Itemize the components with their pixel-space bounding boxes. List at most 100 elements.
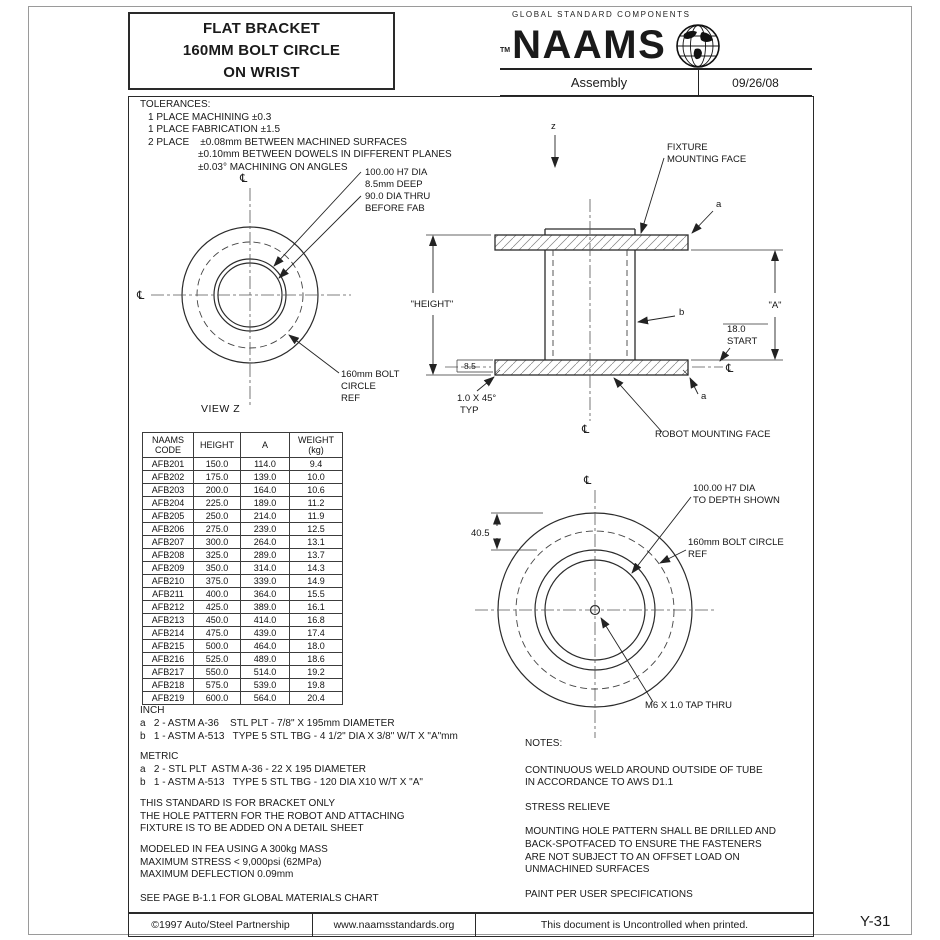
metric-material-a: a 2 - STL PLT ASTM A-36 - 22 X 195 DIAME… [140, 764, 367, 775]
chamfer-label: 1.0 X 45° [457, 393, 496, 404]
brand-logo-text: NAAMS [512, 23, 667, 67]
col-header-weight: WEIGHT (kg) [289, 432, 343, 458]
centerlines: ℄ ℄ [136, 173, 351, 406]
table-cell: AFB211 [142, 587, 194, 601]
a-dim-label: "A" [768, 300, 781, 311]
table-cell: 389.0 [240, 600, 290, 614]
title-box: FLAT BRACKET 160MM BOLT CIRCLE ON WRIST [128, 12, 395, 90]
table-cell: 275.0 [193, 522, 241, 536]
table-cell: 14.3 [289, 561, 343, 575]
robot-face-detail-drawing: ℄ 40.5 100.00 H7 DIA TO DEPTH SHOWN 160m… [471, 475, 784, 738]
depth-dimension: 40.5 [471, 512, 543, 551]
robot-face-callout: ROBOT MOUNTING FACE [613, 377, 770, 440]
table-cell: 18.6 [289, 652, 343, 666]
centerlines: ℄ ℄ [445, 199, 734, 436]
tolerances-block: TOLERANCES: 1 PLACE MACHINING ±0.3 1 PLA… [140, 99, 452, 175]
table-header-row: NAAMS CODE HEIGHT A WEIGHT (kg) [142, 432, 343, 458]
bolt-circle-callout: 160mm BOLT CIRCLE REF [659, 537, 784, 564]
robot-face-label: ROBOT MOUNTING FACE [655, 429, 770, 440]
table-cell: AFB216 [142, 652, 194, 666]
fixture-face-label: MOUNTING FACE [667, 154, 746, 165]
note-item: STRESS RELIEVE [525, 801, 611, 813]
table-cell: AFB218 [142, 678, 194, 692]
z-axis-indicator: z [551, 121, 559, 168]
brand-logo-row: TM NAAMS [500, 22, 812, 70]
inch-material-b: b 1 - ASTM A-513 TYPE 5 STL TBG - 4 1/2"… [140, 731, 458, 742]
metric-material-b: b 1 - ASTM A-513 TYPE 5 STL TBG - 120 DI… [140, 777, 423, 788]
fixture-face-label: FIXTURE [667, 142, 708, 153]
table-cell: 500.0 [193, 639, 241, 653]
table-cell: 450.0 [193, 613, 241, 627]
table-cell: 550.0 [193, 665, 241, 679]
centerline-icon: ℄ [583, 475, 592, 487]
table-cell: AFB215 [142, 639, 194, 653]
table-cell: 239.0 [240, 522, 290, 536]
col-header-height: HEIGHT [193, 432, 241, 458]
table-cell: 525.0 [193, 652, 241, 666]
tolerance-line: 1 PLACE FABRICATION ±1.5 [148, 124, 281, 136]
material-mark-b: b [637, 307, 684, 325]
bolt-circle-label: REF [688, 549, 707, 560]
tolerance-line: ±0.03° MACHINING ON ANGLES [198, 161, 348, 173]
table-cell: AFB205 [142, 509, 194, 523]
table-cell: AFB214 [142, 626, 194, 640]
table-cell: 339.0 [240, 574, 290, 588]
notes-block: NOTES: CONTINUOUS WELD AROUND OUTSIDE OF… [525, 738, 803, 913]
mark-a-label: a [716, 199, 722, 210]
table-cell: 10.0 [289, 470, 343, 484]
table-cell: 14.9 [289, 574, 343, 588]
centerlines: ℄ [475, 475, 715, 738]
table-cell: 139.0 [240, 470, 290, 484]
page-border [28, 6, 912, 935]
table-cell: AFB206 [142, 522, 194, 536]
table-cell: 17.4 [289, 626, 343, 640]
brand-subrow: Assembly 09/26/08 [500, 70, 812, 97]
table-cell: 13.1 [289, 535, 343, 549]
table-cell: 175.0 [193, 470, 241, 484]
thru-label: BEFORE FAB [365, 203, 425, 214]
chamfer-callout: 1.0 X 45° TYP [457, 376, 496, 416]
mark-b-label: b [679, 307, 684, 318]
section-view-drawing: z ℄ ℄ "HEIGHT" [411, 121, 783, 440]
material-mark-a-top: a [691, 199, 722, 234]
table-cell: 375.0 [193, 574, 241, 588]
tap-label: M6 X 1.0 TAP THRU [645, 700, 732, 711]
see-page-statement: SEE PAGE B-1.1 FOR GLOBAL MATERIALS CHAR… [140, 893, 379, 904]
table-cell: 150.0 [193, 457, 241, 471]
table-cell: AFB210 [142, 574, 194, 588]
fixture-face-callout: FIXTURE MOUNTING FACE [640, 142, 746, 234]
thru-label: 90.0 DIA THRU [365, 191, 430, 202]
plate-thickness-dimension: 8.5 [456, 359, 493, 373]
footer-uncontrolled-note: This document is Uncontrolled when print… [540, 918, 749, 931]
table-cell: 19.8 [289, 678, 343, 692]
height-dim-label: "HEIGHT" [411, 299, 454, 310]
table-cell: 475.0 [193, 626, 241, 640]
table-cell: 325.0 [193, 548, 241, 562]
material-mark-a-bottom: a [689, 377, 707, 402]
table-cell: AFB202 [142, 470, 194, 484]
table-cell: 264.0 [240, 535, 290, 549]
centerline-icon: ℄ [136, 290, 145, 302]
inch-material-a: a 2 - ASTM A-36 STL PLT - 7/8" X 195mm D… [140, 718, 395, 729]
table-cell: 13.7 [289, 548, 343, 562]
note-item: PAINT PER USER SPECIFICATIONS [525, 888, 693, 900]
brand-tagline: GLOBAL STANDARD COMPONENTS [512, 10, 691, 19]
table-cell: 600.0 [193, 691, 241, 705]
page-title-line-2: 160MM BOLT CIRCLE [182, 42, 341, 60]
plate-dim-label: 8.5 [464, 361, 476, 371]
bracket-section [494, 228, 689, 376]
tolerance-line: 2 PLACE ±0.08mm BETWEEN MACHINED SURFACE… [148, 136, 407, 148]
table-cell: 20.4 [289, 691, 343, 705]
date-label: 09/26/08 [732, 75, 779, 90]
table-cell: 364.0 [240, 587, 290, 601]
table-cell: 575.0 [193, 678, 241, 692]
